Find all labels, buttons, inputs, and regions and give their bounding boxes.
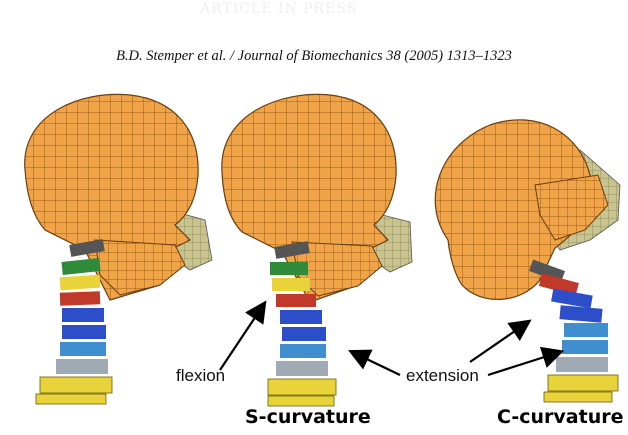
spine-figure: flexion extension S-curvature C-curvatur… [0,90,628,430]
flexion-label: flexion [176,366,225,386]
faded-header-text: ARTICLE IN PRESS [200,1,357,17]
flexion-arrow [220,304,264,370]
annotation-arrows [220,304,560,375]
s-curvature-label: S-curvature [245,406,371,428]
spine-c-curvature [529,260,618,402]
extension-arrow-c-upper [470,322,528,362]
extension-label: extension [406,366,479,386]
spine-figure-drawing [0,90,628,430]
faded-header: ARTICLE IN PRESS [200,0,410,30]
c-curvature-label: C-curvature [497,406,624,428]
extension-arrow-s [352,352,400,375]
model-s-curvature [222,94,412,406]
model-c-curvature [435,120,620,402]
extension-arrow-c-lower [488,352,560,375]
citation-line: B.D. Stemper et al. / Journal of Biomech… [0,48,628,65]
model-flexion [25,94,212,404]
